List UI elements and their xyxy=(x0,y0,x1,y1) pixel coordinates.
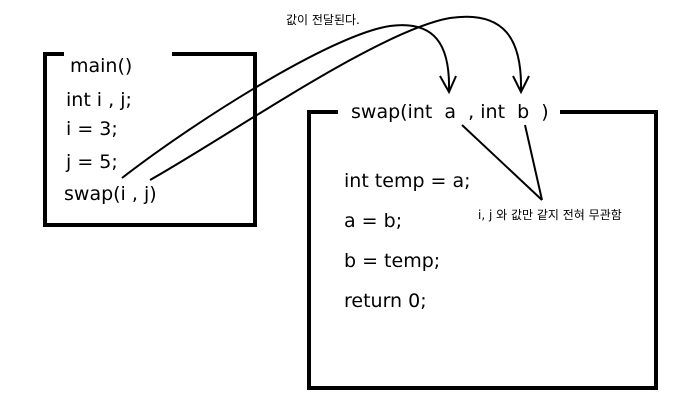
swap-param-b: b xyxy=(517,101,530,123)
swap-line-2: a = b; xyxy=(344,210,403,232)
arrow-j-to-b xyxy=(149,15,523,181)
unrelated-note: i, j 와 값만 같지 전혀 무관함 xyxy=(478,208,622,222)
arrow-i-to-a xyxy=(121,24,451,179)
swap-box-frame xyxy=(307,110,658,390)
swap-line-1: int temp = a; xyxy=(344,170,471,192)
swap-title-middle: , int xyxy=(468,101,506,123)
main-title: main() xyxy=(66,55,137,77)
pointer-line-a xyxy=(461,124,543,201)
swap-param-a: a xyxy=(444,101,457,123)
main-line-2: i = 3; xyxy=(66,118,118,140)
swap-line-4: return 0; xyxy=(344,290,427,312)
main-line-3: j = 5; xyxy=(66,151,118,173)
pointer-line-b xyxy=(524,124,543,201)
main-box-frame xyxy=(43,52,257,227)
value-passed-note: 값이 전달된다. xyxy=(286,13,360,27)
main-line-1: int i , j; xyxy=(66,89,132,111)
arrow-j-to-b-head xyxy=(512,75,530,95)
swap-line-3: b = temp; xyxy=(344,250,441,272)
swap-title-suffix: ) xyxy=(541,101,549,123)
swap-title-prefix: swap(int xyxy=(351,101,433,123)
main-line-4: swap(i , j) xyxy=(64,183,157,205)
arrow-i-to-a-head xyxy=(439,75,457,95)
swap-title: swap(int a , int b ) xyxy=(347,101,553,123)
